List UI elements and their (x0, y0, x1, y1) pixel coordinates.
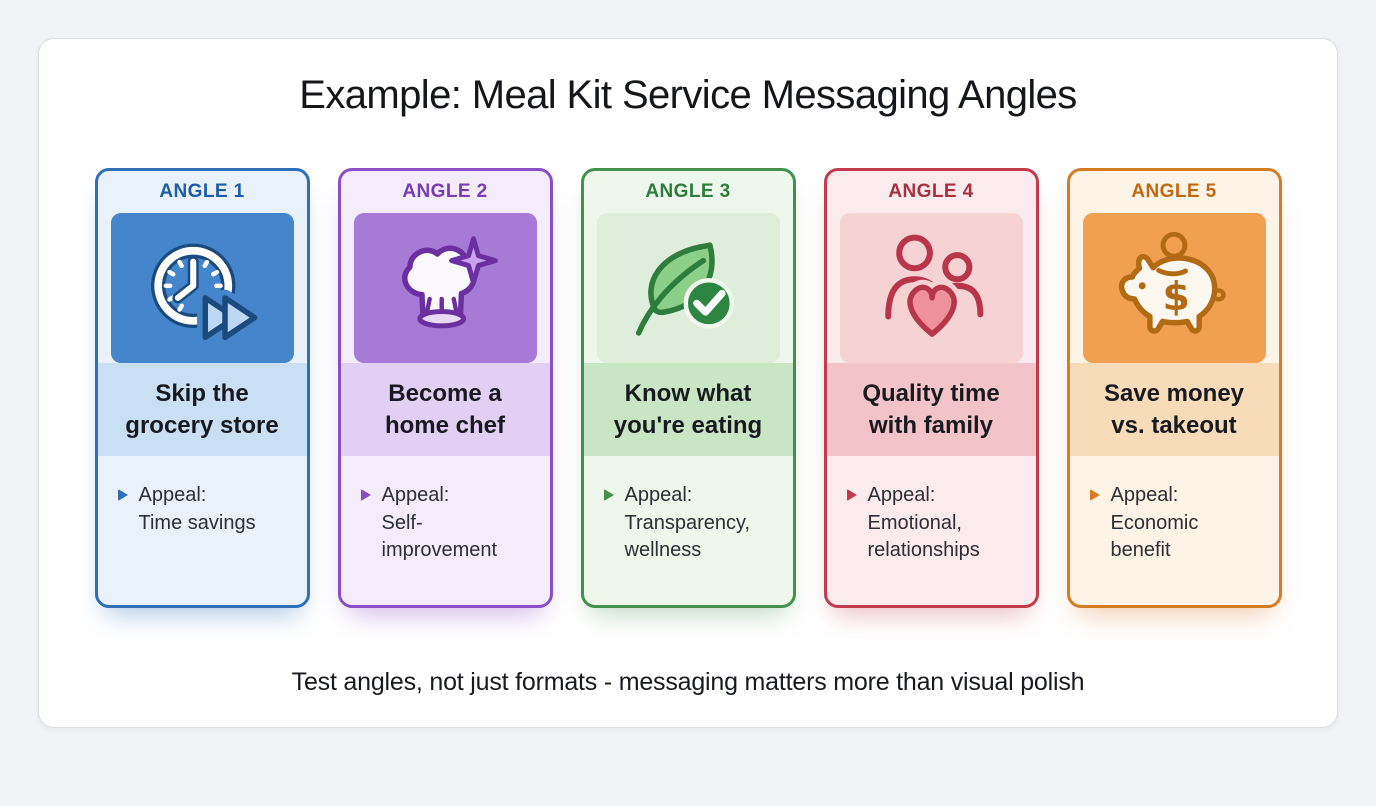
card-headline: Save money vs. takeout (1069, 363, 1279, 456)
appeal-section: Appeal: Economic benefit (1070, 456, 1279, 605)
bullet-triangle-icon (117, 489, 128, 501)
cards-row: ANGLE 1 Skip the grocery store (39, 168, 1337, 608)
bullet-triangle-icon (603, 489, 614, 501)
card-headline: Quality time with family (826, 363, 1036, 456)
angle-label: ANGLE 4 (888, 181, 974, 202)
angle-card: ANGLE 4 Quality time with family Appeal:… (823, 168, 1039, 608)
angle-card: ANGLE 1 Skip the grocery store (94, 168, 310, 608)
family-heart-icon (885, 234, 989, 342)
angle-label: ANGLE 1 (159, 181, 245, 202)
icon-box (353, 213, 537, 363)
bullet-triangle-icon (846, 489, 857, 501)
appeal-text: Appeal: Transparency, wellness (624, 484, 751, 562)
icon-box (596, 213, 780, 363)
angle-card: ANGLE 3 Know what you're eating Appeal: … (580, 168, 796, 608)
appeal-section: Appeal: Transparency, wellness (584, 456, 793, 605)
appeal-text: Appeal: Emotional, relationships (867, 484, 980, 562)
appeal-section: Appeal: Time savings (98, 456, 307, 605)
bullet-triangle-icon (360, 489, 371, 501)
appeal-section: Appeal: Self- improvement (341, 456, 550, 605)
svg-text:$: $ (1162, 274, 1189, 320)
bullet-triangle-icon (1089, 489, 1100, 501)
icon-box: $ (1082, 213, 1266, 363)
angle-label: ANGLE 2 (402, 181, 488, 202)
card-headline: Become a home chef (340, 363, 550, 456)
clock-fast-forward-icon (151, 243, 263, 345)
appeal-text: Appeal: Economic benefit (1110, 484, 1199, 562)
angle-label: ANGLE 5 (1131, 181, 1217, 202)
leaf-check-icon (635, 242, 735, 336)
angle-card: ANGLE 5 $ Save money vs. takeout Appeal:… (1066, 168, 1282, 608)
appeal-text: Appeal: Self- improvement (381, 484, 498, 562)
angle-card: ANGLE 2 Become a home chef Appeal: Self-… (337, 168, 553, 608)
chef-hat-sparkle-icon (402, 236, 498, 329)
icon-box (839, 213, 1023, 363)
infographic-panel: Example: Meal Kit Service Messaging Angl… (38, 38, 1338, 728)
piggy-bank-icon: $ (1118, 231, 1226, 334)
appeal-section: Appeal: Emotional, relationships (827, 456, 1036, 605)
footer-note: Test angles, not just formats - messagin… (291, 668, 1085, 696)
angle-label: ANGLE 3 (645, 181, 731, 202)
card-headline: Skip the grocery store (97, 363, 307, 456)
icon-box (110, 213, 294, 363)
appeal-text: Appeal: Time savings (138, 484, 256, 534)
card-headline: Know what you're eating (583, 363, 793, 456)
page-title: Example: Meal Kit Service Messaging Angl… (299, 73, 1077, 117)
